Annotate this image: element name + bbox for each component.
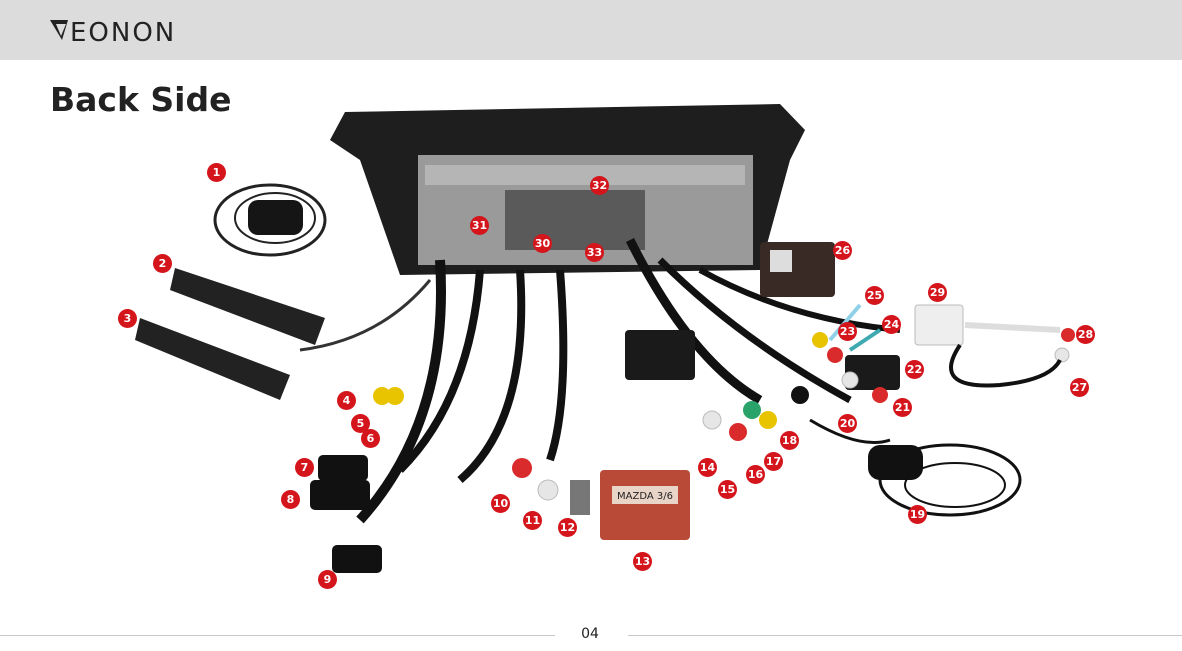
callout-2: 2 xyxy=(153,254,172,273)
header-bar: EONON xyxy=(0,0,1182,60)
callout-31: 31 xyxy=(470,216,489,235)
callout-28: 28 xyxy=(1076,325,1095,344)
callout-25: 25 xyxy=(865,286,884,305)
callout-26: 26 xyxy=(833,241,852,260)
footer-divider-right xyxy=(628,635,1182,636)
callout-1: 1 xyxy=(207,163,226,182)
callout-8: 8 xyxy=(281,490,300,509)
callout-24: 24 xyxy=(882,315,901,334)
footer-divider-left xyxy=(0,635,555,636)
callout-23: 23 xyxy=(838,322,857,341)
callout-14: 14 xyxy=(698,458,717,477)
callout-9: 9 xyxy=(318,570,337,589)
callout-5: 5 xyxy=(351,414,370,433)
callout-32: 32 xyxy=(590,176,609,195)
callout-20: 20 xyxy=(838,414,857,433)
callout-19: 19 xyxy=(908,505,927,524)
harness-label: MAZDA 3/6 xyxy=(617,491,673,502)
callout-17: 17 xyxy=(764,452,783,471)
callout-13: 13 xyxy=(633,552,652,571)
callout-21: 21 xyxy=(893,398,912,417)
callout-10: 10 xyxy=(491,494,510,513)
callout-11: 11 xyxy=(523,511,542,530)
callout-33: 33 xyxy=(585,243,604,262)
brand-name: EONON xyxy=(70,18,177,48)
callout-7: 7 xyxy=(295,458,314,477)
callout-3: 3 xyxy=(118,309,137,328)
page-title: Back Side xyxy=(50,80,232,119)
callout-15: 15 xyxy=(718,480,737,499)
head-unit xyxy=(330,104,805,275)
callout-16: 16 xyxy=(746,465,765,484)
callout-30: 30 xyxy=(533,234,552,253)
callout-22: 22 xyxy=(905,360,924,379)
eonon-logo xyxy=(50,20,68,40)
callout-29: 29 xyxy=(928,283,947,302)
callout-27: 27 xyxy=(1070,378,1089,397)
callout-4: 4 xyxy=(337,391,356,410)
callout-12: 12 xyxy=(558,518,577,537)
callout-6: 6 xyxy=(361,429,380,448)
page-number: 04 xyxy=(581,626,599,642)
callout-18: 18 xyxy=(780,431,799,450)
